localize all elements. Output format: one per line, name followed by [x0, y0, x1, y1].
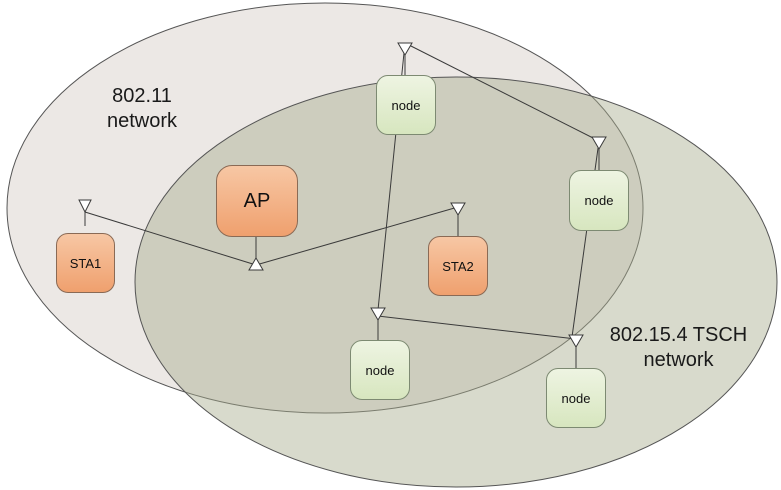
wifi-network-ellipse: [6, 2, 644, 414]
antenna-icon: [397, 42, 413, 56]
antennas: [78, 42, 607, 368]
link-top-node-right: [404, 42, 600, 142]
tsch-network-label-line2: network: [643, 349, 714, 371]
tsch-node-right: node: [569, 170, 629, 231]
sta2-device: STA2: [428, 236, 488, 296]
antenna-icon: [450, 202, 466, 216]
tsch-node-top: node: [376, 75, 436, 135]
tsch-node-bottom-right: node: [546, 368, 606, 428]
antenna-icon: [78, 199, 92, 214]
ap-device: AP: [216, 165, 298, 237]
antenna-icon: [370, 307, 386, 321]
sta1-device: STA1: [56, 233, 115, 293]
link-sta1-ap: [84, 211, 257, 266]
wifi-links: [84, 206, 459, 266]
link-ap-sta2: [255, 206, 459, 266]
tsch-node-lower-left: node: [350, 340, 410, 400]
wifi-network-label: 802.11 network: [92, 84, 192, 134]
tsch-network-label-line1: 802.15.4 TSCH: [609, 324, 748, 346]
antenna-icon: [591, 136, 607, 150]
wifi-network-label-line1: 802.11: [112, 85, 172, 107]
wifi-network-label-line2: network: [106, 110, 178, 132]
tsch-network-label: 802.15.4 TSCH network: [596, 323, 761, 373]
antenna-icon: [248, 257, 264, 271]
antenna-icon: [568, 334, 584, 348]
link-lower-node-bottom: [377, 315, 577, 340]
